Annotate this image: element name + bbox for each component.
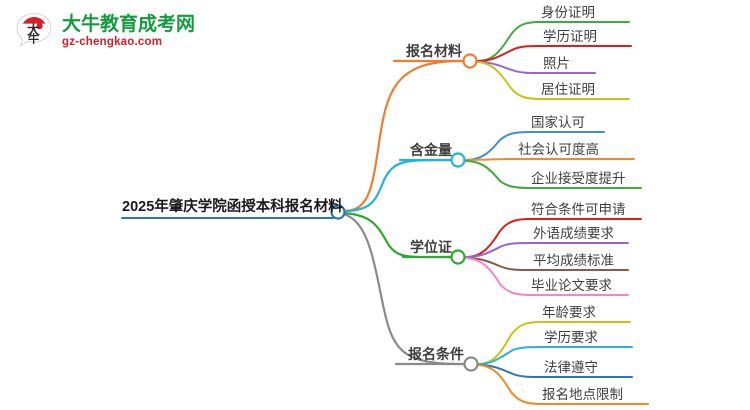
connector-b1-leaf-1 xyxy=(477,21,541,62)
leaf-label-2-1[interactable]: 国家认可 xyxy=(531,115,585,130)
leaf-label-3-2[interactable]: 外语成绩要求 xyxy=(533,226,614,241)
root-node-dot xyxy=(330,204,346,220)
branch-node-dot-4 xyxy=(463,356,479,372)
leaf-label-1-4[interactable]: 居住证明 xyxy=(541,82,595,97)
connector-root-branch-2 xyxy=(342,158,452,213)
branch-label-2[interactable]: 含金量 xyxy=(410,142,452,158)
connector-b2-leaf-3 xyxy=(465,160,531,189)
leaf-label-4-4[interactable]: 报名地点限制 xyxy=(542,387,623,402)
root-node-label[interactable]: 2025年肇庆学院函授本科报名材料 xyxy=(122,199,343,215)
leaf-label-2-3[interactable]: 企业接受度提升 xyxy=(531,171,626,186)
branch-node-dot-1 xyxy=(462,53,478,69)
logo-subtitle: gz-chengkao.com xyxy=(62,36,163,49)
connector-b4-leaf-4 xyxy=(478,364,542,405)
leaf-label-4-1[interactable]: 年龄要求 xyxy=(542,305,596,320)
connector-b2-leaf-1 xyxy=(465,131,531,161)
logo-wordmark: 大牛教育成考网 gz-chengkao.com xyxy=(62,15,195,49)
branch-node-dot-3 xyxy=(450,249,466,265)
connector-b3-leaf-4 xyxy=(465,257,531,296)
site-logo[interactable]: 大 牛 大牛教育成考网 gz-chengkao.com xyxy=(14,6,199,58)
branch-label-4[interactable]: 报名条件 xyxy=(408,346,464,362)
connector-b3-leaf-3 xyxy=(465,257,533,271)
connector-b3-leaf-2 xyxy=(465,242,533,258)
branch-label-1[interactable]: 报名材料 xyxy=(406,43,462,59)
branch-label-3[interactable]: 学位证 xyxy=(410,239,452,255)
connector-b3-leaf-1 xyxy=(465,218,531,258)
connector-b4-leaf-1 xyxy=(478,321,542,365)
leaf-label-4-2[interactable]: 学历要求 xyxy=(544,330,598,345)
branch-node-dot-2 xyxy=(450,152,466,168)
connector-b4-leaf-2 xyxy=(478,346,544,365)
leaf-label-3-4[interactable]: 毕业论文要求 xyxy=(531,278,612,293)
connector-b1-leaf-3 xyxy=(477,61,543,74)
leaf-label-1-1[interactable]: 身份证明 xyxy=(541,5,595,20)
connector-b1-leaf-4 xyxy=(477,61,541,100)
connector-b4-leaf-3 xyxy=(478,364,544,378)
connector-b1-leaf-2 xyxy=(477,45,543,62)
leaf-label-4-3[interactable]: 法律遵守 xyxy=(544,360,598,375)
connector-root-branch-1 xyxy=(342,59,462,213)
leaf-label-3-3[interactable]: 平均成绩标准 xyxy=(533,253,614,268)
leaf-label-1-2[interactable]: 学历证明 xyxy=(543,29,597,44)
leaf-label-3-1[interactable]: 符合条件可申请 xyxy=(531,202,626,217)
logo-title: 大牛教育成考网 xyxy=(62,14,196,36)
connector-root-branch-4 xyxy=(342,212,464,366)
daniu-speech-bubble-logo-icon: 大 牛 xyxy=(14,11,56,53)
leaf-label-1-3[interactable]: 照片 xyxy=(543,56,570,71)
leaf-label-2-2[interactable]: 社会认可度高 xyxy=(518,142,599,157)
svg-text:牛: 牛 xyxy=(28,32,39,46)
svg-text:大: 大 xyxy=(27,23,40,39)
